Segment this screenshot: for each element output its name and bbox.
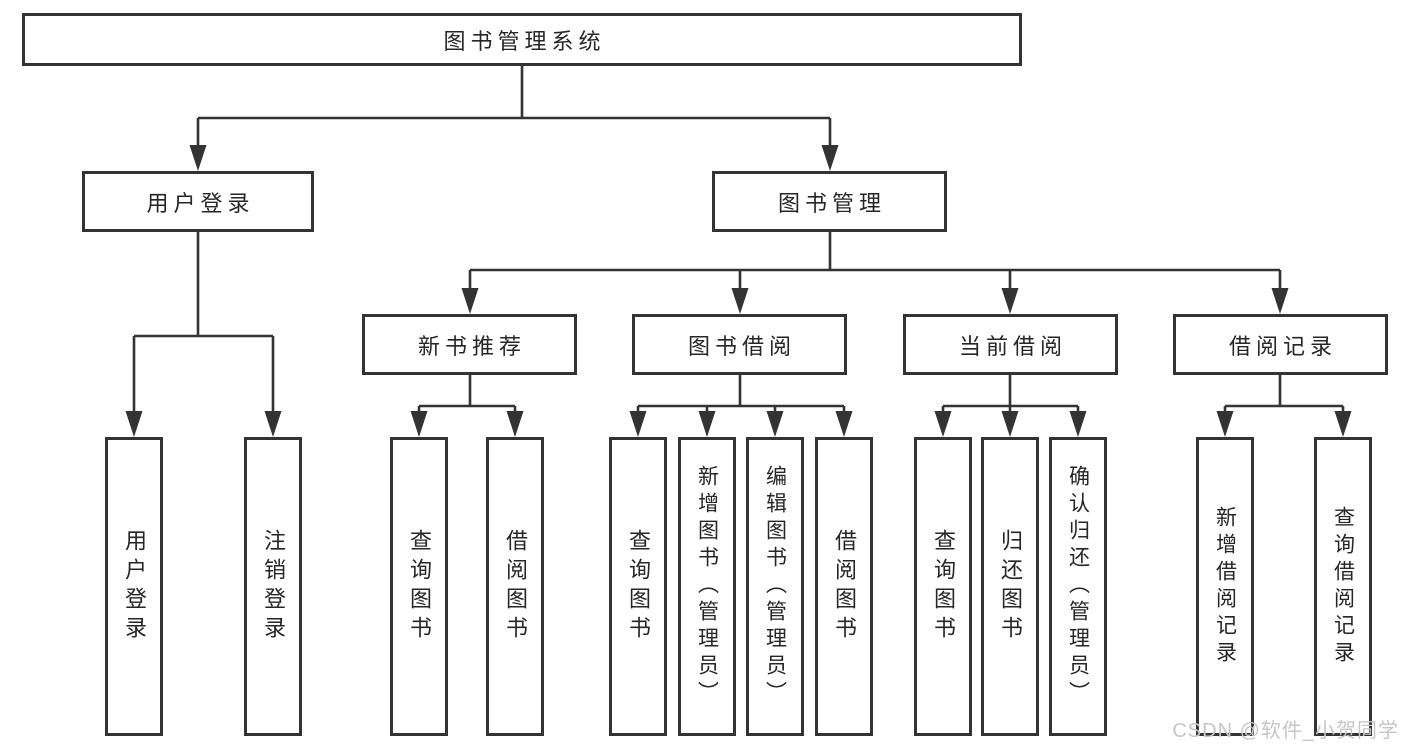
node-label: 新增借阅记录: [1213, 505, 1237, 668]
arrowhead-icon: [1216, 411, 1352, 437]
node-label: 归还图书: [998, 528, 1023, 645]
leaf-query-books-recommend: 查询图书: [390, 437, 448, 736]
connector-user-login-to-leaves: [125, 232, 282, 437]
leaf-query-books-current: 查询图书: [914, 437, 972, 736]
leaf-query-books-borrow: 查询图书: [609, 437, 667, 736]
arrowhead-icon: [410, 411, 524, 437]
connector-current-borrow-to-leaves: [934, 375, 1087, 437]
node-label: 查询图书: [407, 528, 432, 645]
node-new-book-recommend: 新书推荐: [362, 314, 577, 375]
leaf-query-borrow-record: 查询借阅记录: [1314, 437, 1372, 736]
node-label: 确认归还（管理员）: [1066, 465, 1090, 708]
arrowhead-icon: [125, 411, 282, 437]
connector-line: [1223, 375, 1345, 416]
node-label: 注销登录: [261, 528, 286, 645]
node-label: 编辑图书（管理员）: [763, 465, 787, 708]
node-borrow-records: 借阅记录: [1173, 314, 1388, 375]
leaf-confirm-return-admin: 确认归还（管理员）: [1049, 437, 1107, 736]
node-label: 当前借阅: [958, 333, 1067, 359]
leaf-logout: 注销登录: [244, 437, 302, 736]
node-label: 查询图书: [931, 528, 956, 645]
node-label: 用户登录: [122, 528, 147, 645]
csdn-watermark: CSDN @软件_小贺同学: [1172, 720, 1399, 742]
node-label: 图书借阅: [687, 333, 796, 359]
arrowhead-icon: [934, 411, 1087, 437]
connector-borrow-records-to-leaves: [1216, 375, 1352, 437]
node-label: 图书管理: [777, 190, 886, 216]
arrowhead-icon: [189, 145, 839, 171]
node-label: 图书管理系统: [443, 28, 606, 54]
leaf-borrow-books-recommend: 借阅图书: [486, 437, 544, 736]
leaf-return-books: 归还图书: [981, 437, 1039, 736]
leaf-add-books-admin: 新增图书（管理员）: [678, 437, 736, 736]
connector-book-management-to-level3: [461, 232, 1289, 314]
connector-line: [941, 375, 1080, 416]
node-label: 新书推荐: [417, 333, 526, 359]
connector-root-to-level2: [189, 66, 839, 171]
arrowhead-icon: [461, 288, 1289, 314]
connector-line: [636, 375, 846, 416]
connector-line: [417, 375, 517, 416]
connector-line: [132, 232, 275, 416]
leaf-borrow-books: 借阅图书: [815, 437, 873, 736]
node-label: 用户登录: [146, 190, 255, 216]
leaf-user-login: 用户登录: [105, 437, 163, 736]
node-label: 查询图书: [626, 528, 651, 645]
connector-line: [468, 232, 1282, 293]
node-book-borrow: 图书借阅: [632, 314, 847, 375]
node-label: 新增图书（管理员）: [695, 465, 719, 708]
connector-line: [196, 66, 832, 150]
connector-new-book-recommend-to-leaves: [410, 375, 524, 437]
leaf-add-borrow-record: 新增借阅记录: [1196, 437, 1254, 736]
connector-book-borrow-to-leaves: [629, 375, 853, 437]
node-label: 查询借阅记录: [1331, 505, 1355, 668]
leaf-edit-books-admin: 编辑图书（管理员）: [746, 437, 804, 736]
node-label: 借阅图书: [503, 528, 528, 645]
arrowhead-icon: [629, 411, 853, 437]
node-book-management: 图书管理: [712, 171, 947, 232]
node-label: 借阅记录: [1228, 333, 1337, 359]
node-library-system: 图书管理系统: [22, 13, 1022, 66]
node-user-login: 用户登录: [82, 171, 314, 232]
node-label: 借阅图书: [832, 528, 857, 645]
node-current-borrow: 当前借阅: [903, 314, 1118, 375]
